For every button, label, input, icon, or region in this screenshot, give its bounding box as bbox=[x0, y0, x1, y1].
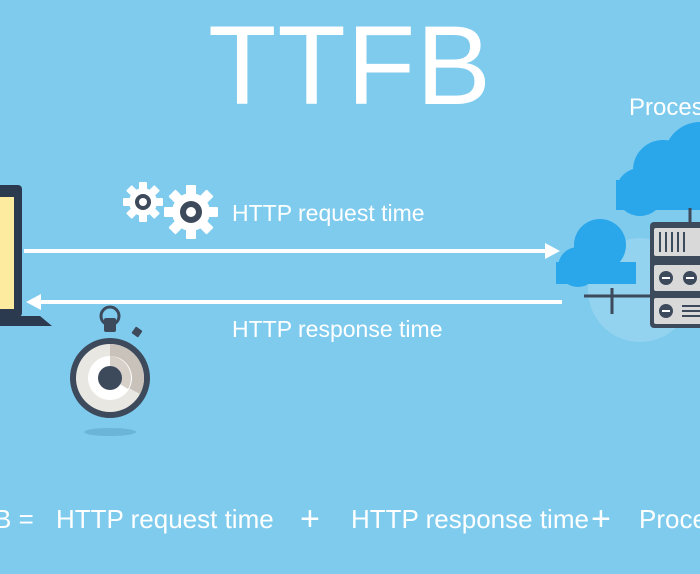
formula-plus-1: + bbox=[300, 500, 320, 538]
formula-plus-2: + bbox=[591, 500, 611, 538]
formula-term-request: HTTP request time bbox=[56, 504, 274, 534]
cloud-icon bbox=[556, 122, 700, 287]
server-icon bbox=[650, 222, 700, 328]
server-cloud-group bbox=[556, 122, 700, 342]
response-time-label: HTTP response time bbox=[232, 316, 443, 342]
processing-label: Proces bbox=[629, 94, 700, 121]
diagram-title: TTFB bbox=[208, 3, 492, 128]
ttfb-formula: B = HTTP request time + HTTP response ti… bbox=[0, 500, 700, 544]
request-time-label: HTTP request time bbox=[232, 200, 425, 226]
formula-lhs: B = bbox=[0, 504, 34, 534]
formula-term-processing: Proce bbox=[639, 504, 700, 534]
gears-icon bbox=[123, 182, 218, 239]
laptop-icon bbox=[0, 185, 52, 326]
stopwatch-icon bbox=[70, 305, 150, 436]
formula-term-response: HTTP response time bbox=[351, 504, 589, 534]
request-arrow bbox=[24, 243, 560, 259]
response-arrow bbox=[26, 294, 562, 310]
